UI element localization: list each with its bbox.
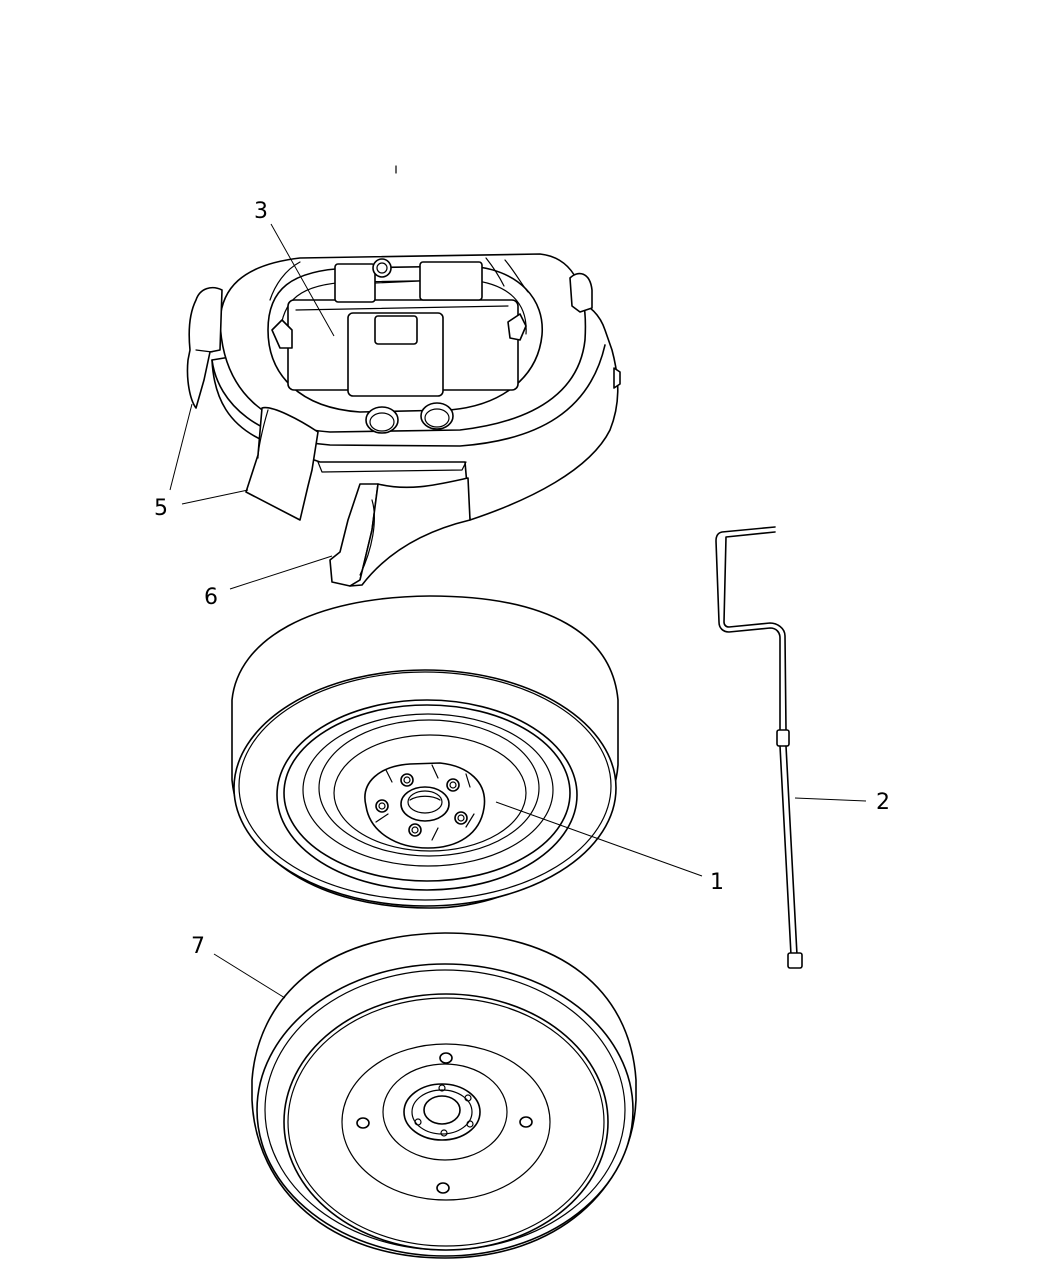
leader-line-1 [495,801,703,877]
callout-5: 5 [154,496,168,521]
callout-6: 6 [204,585,218,610]
callout-1: 1 [710,870,724,895]
spare-wheel-tire-1 [231,595,619,909]
callout-7: 7 [191,934,205,959]
leader-line-5-upper [169,403,193,491]
leader-line-2 [794,797,867,802]
callout-2: 2 [876,790,890,815]
leader-line-6 [229,555,333,590]
jack-handle-2 [715,526,803,969]
spare-wheel-7 [251,932,637,1259]
callout-3: 3 [254,199,268,224]
leader-line-3 [270,223,335,337]
storage-tray-assembly [186,253,621,587]
leader-line-7 [213,953,286,999]
leader-line-5-lower [181,489,249,505]
